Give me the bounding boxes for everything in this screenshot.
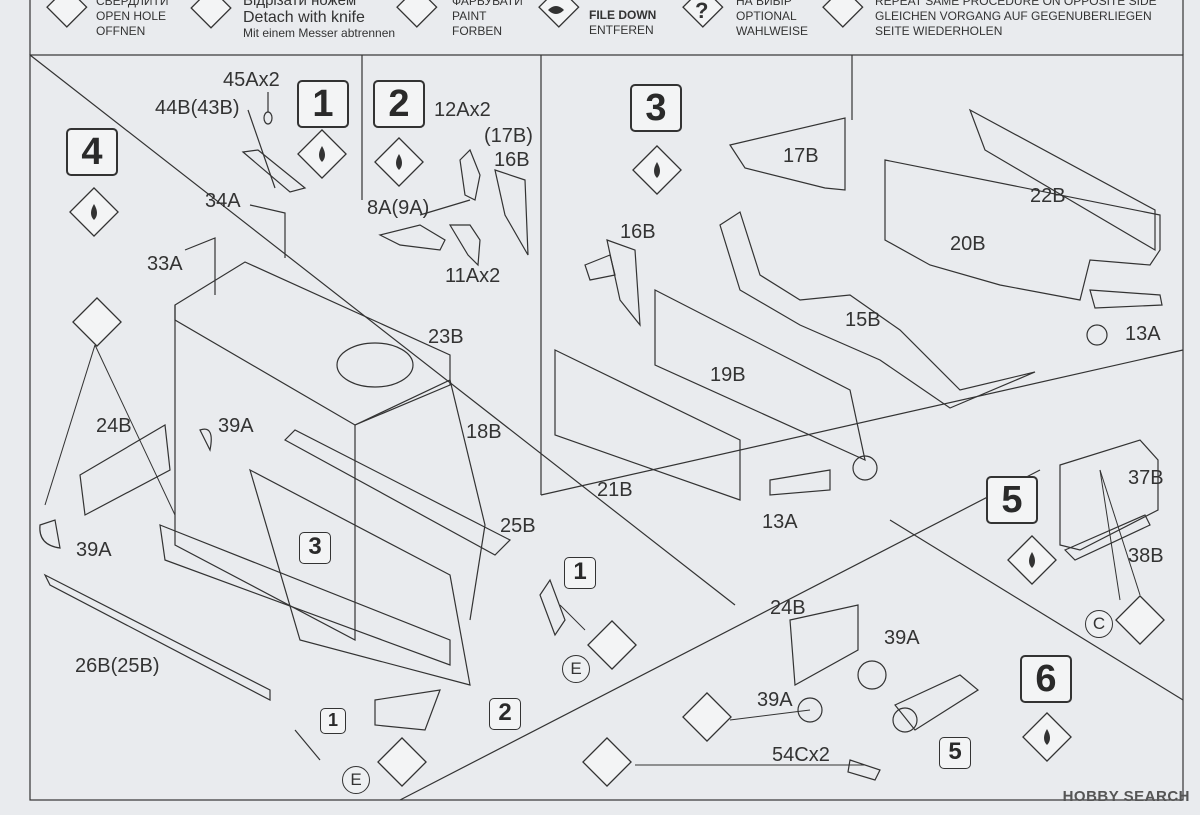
step-1-box: 1 xyxy=(297,80,349,128)
part-label-11a: 11Ax2 xyxy=(445,265,501,287)
legend-drill-line2: OPEN HOLE xyxy=(96,9,167,23)
legend-knife-line3: Mit einem Messer abtrennen xyxy=(243,26,396,40)
part-label-19b: 19B xyxy=(710,364,746,386)
step-3-box: 3 xyxy=(630,84,682,132)
part-label-38b: 38B xyxy=(1128,545,1164,567)
step-2-ref: 2 xyxy=(489,698,521,730)
part-label-12a: 12Ax2 xyxy=(434,99,491,121)
part-label-21b: 21B xyxy=(597,479,633,501)
legend-file-line1: FILE DOWN xyxy=(589,8,657,22)
part-label-23b: 23B xyxy=(428,326,464,348)
part-label-15b: 15B xyxy=(845,309,881,331)
legend-drill-line1: СВЕРДЛИТИ xyxy=(96,0,169,8)
divider-3 xyxy=(540,349,1184,496)
legend-optional-line3: WAHLWEISE xyxy=(736,24,809,38)
part-label-13a: 13A xyxy=(1125,323,1161,345)
legend-knife-line2: Detach with knife xyxy=(243,9,365,26)
legend-repeat-line2: GLEICHEN VORGANG AUF GEGENUBERLIEGEN xyxy=(875,9,1152,23)
part-label-17b-alt: (17B) xyxy=(484,125,533,147)
part-label-39a-3: 39A xyxy=(884,627,920,649)
part-label-37b: 37B xyxy=(1128,467,1164,489)
part-label-24b: 24B xyxy=(96,415,132,437)
part-label-18b: 18B xyxy=(466,421,502,443)
part-label-17b: 17B xyxy=(783,145,819,167)
step-4-box: 4 xyxy=(66,128,118,176)
watermark-text: HOBBY SEARCH xyxy=(1062,788,1190,805)
ref-circle-e: E xyxy=(562,655,590,683)
legend-optional-line2: OPTIONAL xyxy=(736,9,797,23)
part-label-33a: 33A xyxy=(147,253,183,275)
divider-5 xyxy=(399,469,1041,801)
part-label-16b: 16B xyxy=(494,149,530,171)
part-label-39a-2: 39A xyxy=(76,539,112,561)
step-1-ref-small: 1 xyxy=(320,708,346,734)
part-label-20b: 20B xyxy=(950,233,986,255)
part-label-39a: 39A xyxy=(218,415,254,437)
part-label-8a: 8A(9A) xyxy=(367,197,430,219)
step-5-ref: 5 xyxy=(939,737,971,769)
part-label-16b-2: 16B xyxy=(620,221,656,243)
legend-knife-line1: Відрізати ножем xyxy=(243,0,357,9)
legend-paint-line1: ФАРБУВАТИ xyxy=(452,0,523,8)
legend-file-line2: ENTFEREN xyxy=(589,23,654,37)
frame-border xyxy=(29,54,1184,801)
step-3-ref: 3 xyxy=(299,532,331,564)
legend-drill-line3: OFFNEN xyxy=(96,24,146,38)
step-5-box: 5 xyxy=(986,476,1038,524)
part-label-24b-2: 24B xyxy=(770,597,806,619)
step-6-box: 6 xyxy=(1020,655,1072,703)
divider-6 xyxy=(889,519,1184,701)
part-label-25b: 25B xyxy=(500,515,536,537)
legend-optional-line1: НА ВИБІР xyxy=(736,0,792,8)
part-label-34a: 34A xyxy=(205,190,241,212)
part-label-22b: 22B xyxy=(1030,185,1066,207)
legend-repeat-line3: SEITE WIEDERHOLEN xyxy=(875,24,1003,38)
step-1-ref: 1 xyxy=(564,557,596,589)
part-label-44b: 44B(43B) xyxy=(155,97,240,119)
step-2-box: 2 xyxy=(373,80,425,128)
part-label-39a-4: 39A xyxy=(757,689,793,711)
part-label-45a: 45Ax2 xyxy=(223,69,280,91)
ref-circle-c: C xyxy=(1085,610,1113,638)
part-label-26b: 26B(25B) xyxy=(75,655,160,677)
part-label-13a-2: 13A xyxy=(762,511,798,533)
legend-repeat-line1: REPEAT SAME PROCEDURE ON OPPOSITE SIDE xyxy=(875,0,1157,8)
ref-circle-e-2: E xyxy=(342,766,370,794)
legend-paint-line3: FORBEN xyxy=(452,24,503,38)
part-label-54c: 54Cx2 xyxy=(772,744,830,766)
svg-text:?: ? xyxy=(695,0,708,23)
legend-paint-line2: PAINT xyxy=(452,9,487,23)
divider-4 xyxy=(29,54,736,606)
